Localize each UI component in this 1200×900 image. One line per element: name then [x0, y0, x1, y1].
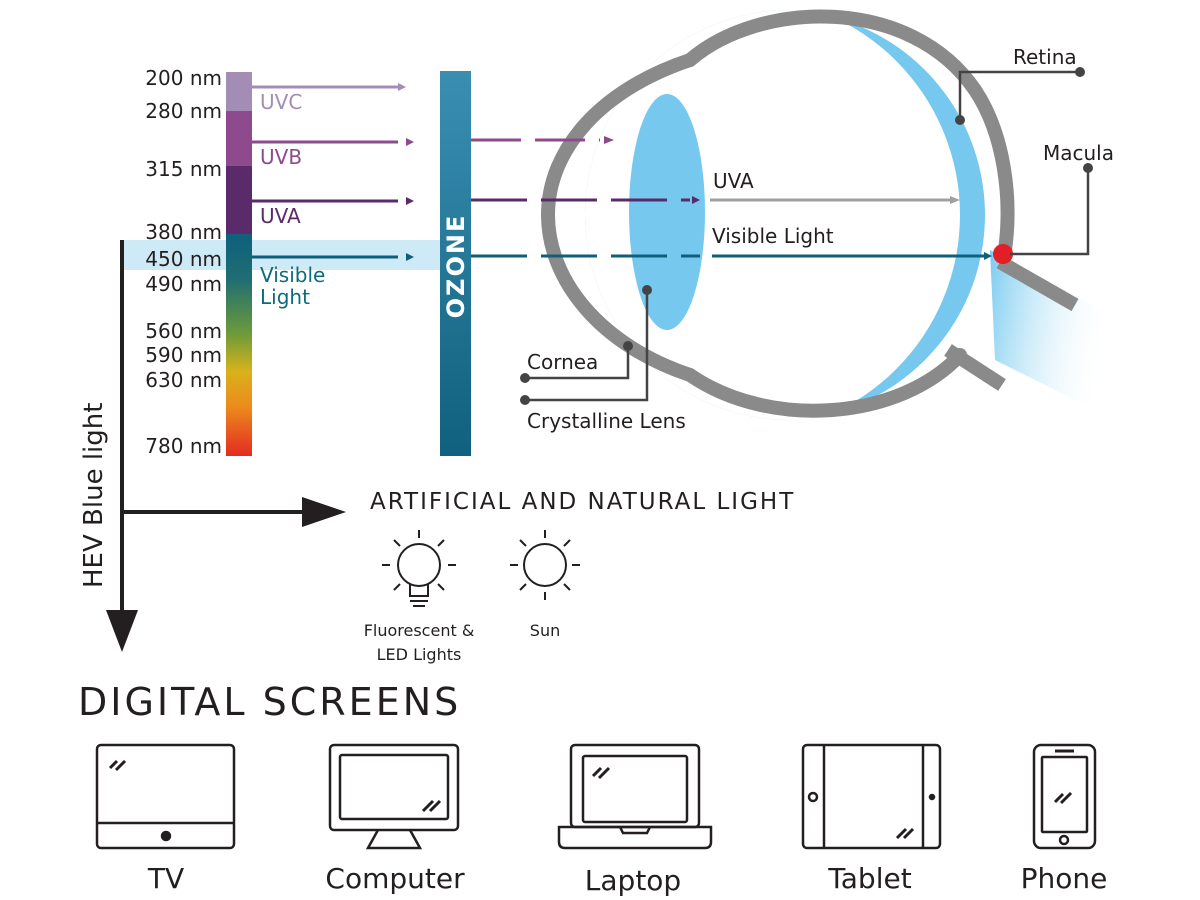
crystalline-lens: [629, 94, 705, 330]
uvb-label: UVB: [260, 145, 302, 169]
macula-callout: Macula: [1010, 141, 1114, 256]
wavelength-label: 490 nm: [145, 272, 222, 296]
digital-screens-title: DIGITAL SCREENS: [78, 680, 461, 724]
cornea: [540, 53, 697, 382]
fluorescent-label-line1: Fluorescent &: [364, 621, 475, 640]
optic-beam: [990, 250, 1120, 410]
tablet-label: Tablet: [827, 862, 911, 895]
visible-segment: [226, 234, 252, 456]
sun-icon: [510, 530, 580, 600]
computer-icon: [328, 743, 460, 850]
lens-callout: Crystalline Lens: [520, 285, 686, 433]
light-bulb-icon: [382, 530, 456, 607]
artificial-natural-title: ARTIFICIAL AND NATURAL LIGHT: [370, 489, 795, 515]
incoming-rays: [252, 83, 414, 261]
hev-highlight-band: [123, 240, 468, 270]
laptop-label: Laptop: [585, 864, 681, 897]
wavelength-label: 560 nm: [145, 319, 222, 343]
visible-label-line1: Visible: [260, 263, 325, 287]
fluorescent-label-line2: LED Lights: [377, 645, 462, 664]
eyeball-outline: [683, 9, 1015, 418]
wavelength-label: 280 nm: [145, 99, 222, 123]
spectrum-bar: [226, 72, 252, 456]
visible-label-line2: Light: [260, 285, 310, 309]
tv-label: TV: [147, 862, 184, 895]
cornea-label: Cornea: [527, 350, 598, 374]
uva-ray-label: UVA: [713, 169, 754, 193]
phone-icon: [1032, 743, 1097, 850]
sun-label: Sun: [530, 621, 560, 640]
phone-label: Phone: [1021, 862, 1108, 895]
uvc-label: UVC: [260, 90, 302, 114]
macula-dot: [993, 244, 1013, 264]
computer-label: Computer: [325, 862, 465, 895]
wavelength-label: 450 nm: [145, 247, 222, 271]
ozone-label: OZONE: [442, 214, 470, 319]
macula-label: Macula: [1043, 141, 1114, 165]
hev-axis: HEV Blue light: [79, 240, 346, 652]
wavelength-label: 780 nm: [145, 434, 222, 458]
uvc-segment: [226, 72, 252, 111]
inner-rays: [471, 136, 992, 260]
eye: [540, 9, 1079, 420]
tablet-icon: [801, 743, 942, 850]
optic-nerve: [944, 255, 1079, 391]
visible-light-ray-label: Visible Light: [712, 224, 834, 248]
tv-icon: [95, 743, 236, 850]
hev-blue-light-label: HEV Blue light: [79, 403, 109, 588]
uva-segment: [226, 166, 252, 234]
wavelength-scale: 200 nm 280 nm 315 nm 380 nm 450 nm 490 n…: [145, 66, 222, 458]
cornea-callout: Cornea: [520, 341, 633, 383]
wavelength-label: 590 nm: [145, 343, 222, 367]
wavelength-label: 380 nm: [145, 220, 222, 244]
wavelength-label: 630 nm: [145, 368, 222, 392]
uva-label: UVA: [260, 204, 301, 228]
uvb-segment: [226, 111, 252, 166]
laptop-icon: [557, 743, 713, 850]
wavelength-label: 200 nm: [145, 66, 222, 90]
retina-label: Retina: [1013, 45, 1077, 69]
wavelength-label: 315 nm: [145, 157, 222, 181]
retina-callout: Retina: [955, 45, 1085, 125]
ozone-layer: [440, 71, 471, 456]
crystalline-lens-label: Crystalline Lens: [527, 409, 686, 433]
